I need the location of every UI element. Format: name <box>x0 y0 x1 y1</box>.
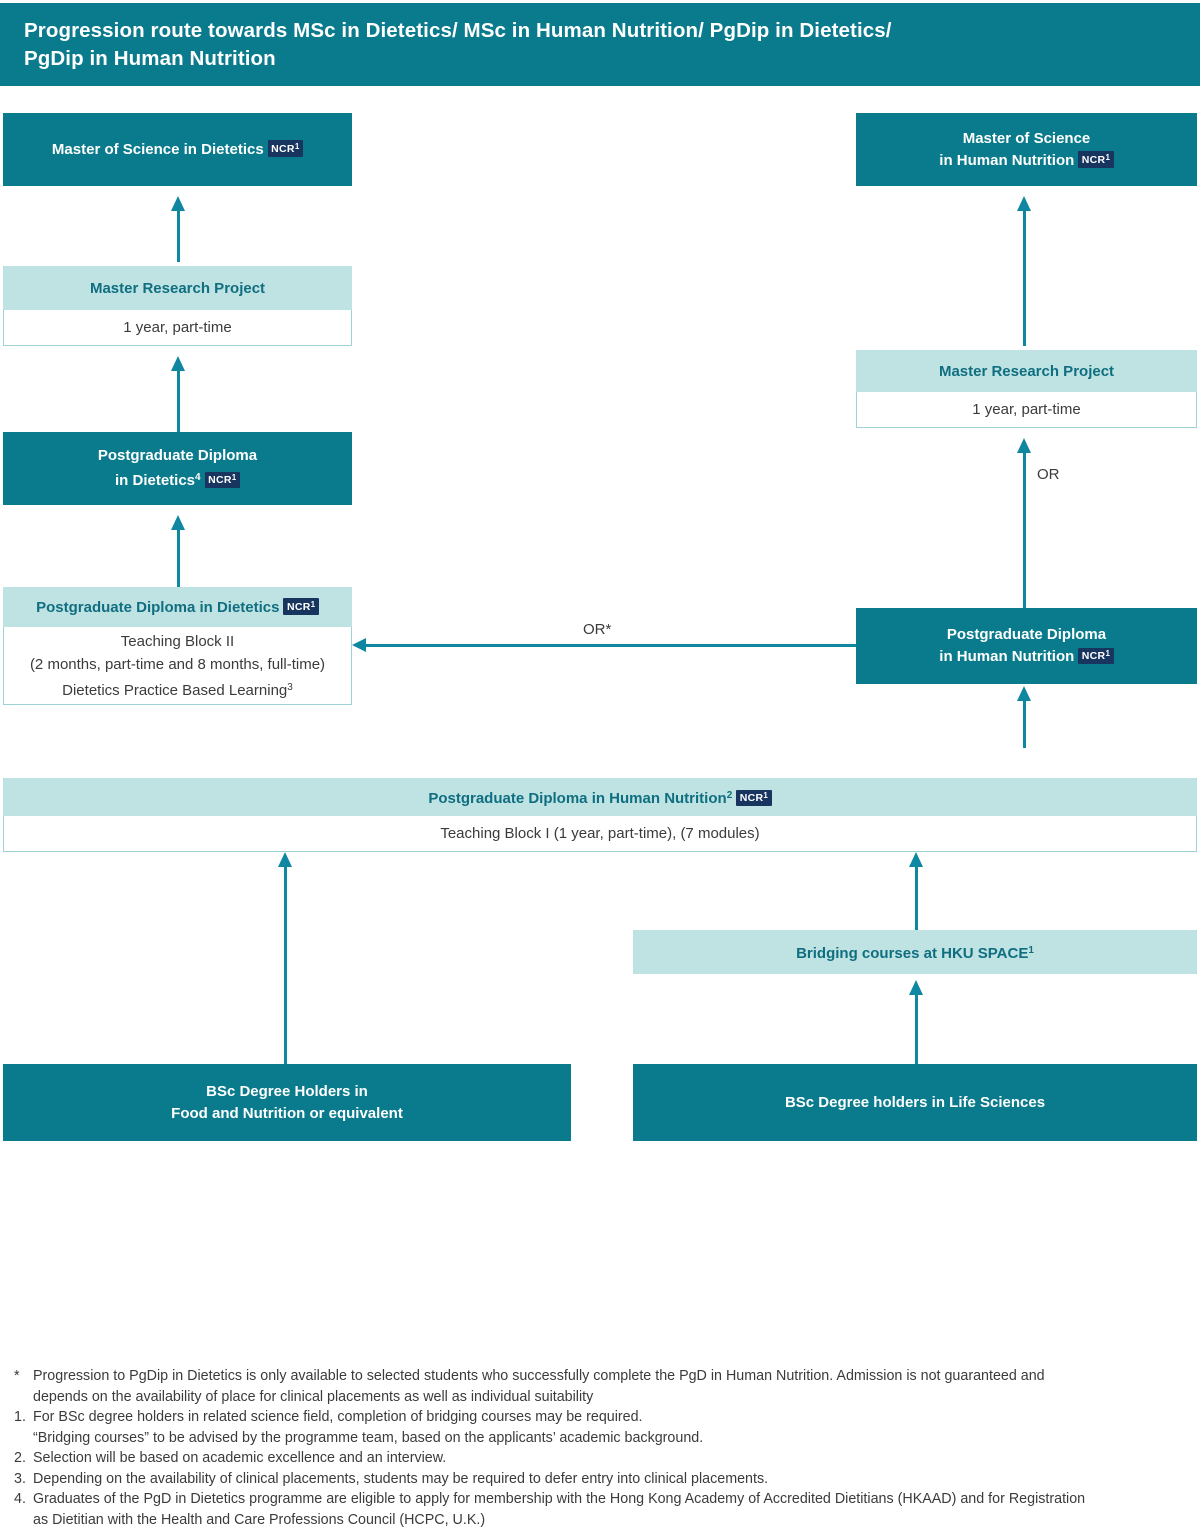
arrow-teaching-block-2-to-pgdip-dietetics <box>171 515 185 587</box>
footnote-marker: 3. <box>14 1469 33 1490</box>
msc-human-nutrition-line2: in Human Nutrition <box>939 152 1074 169</box>
footnote-marker-3: 3 <box>287 682 293 693</box>
pgdip-human-nutrition-solid-line1: Postgraduate Diploma <box>947 626 1106 643</box>
footnote-item: * Progression to PgDip in Dietetics is o… <box>14 1366 1186 1407</box>
pgdip-human-nutrition-solid-line2: in Human Nutrition <box>939 648 1074 665</box>
node-master-research-project-right-header: Master Research Project <box>856 350 1197 392</box>
arrow-teaching-block-1-to-pgdip-human-nutrition <box>1017 686 1031 748</box>
arrow-pgdip-dietetics-to-mrp-left <box>171 356 185 432</box>
footnote-marker: 1. <box>14 1407 33 1448</box>
footnote-body: Progression to PgDip in Dietetics is onl… <box>33 1366 1186 1407</box>
bsc-food-nutrition-line1: BSc Degree Holders in <box>206 1083 368 1100</box>
footnote-text: Progression to PgDip in Dietetics is onl… <box>33 1368 1045 1384</box>
node-bridging-courses: Bridging courses at HKU SPACE1 <box>633 930 1197 974</box>
node-master-research-project-left-body: 1 year, part-time <box>3 310 352 346</box>
node-msc-in-dietetics-label: Master of Science in Dietetics <box>52 141 264 158</box>
node-master-research-project-left-header: Master Research Project <box>3 266 352 310</box>
pgdip-dietetics-solid-line1: Postgraduate Diploma <box>98 447 257 464</box>
teaching-block-2-line1: Teaching Block II <box>121 633 234 650</box>
footnote-text: For BSc degree holders in related scienc… <box>33 1409 643 1425</box>
footnote-item: 3. Depending on the availability of clin… <box>14 1469 1186 1490</box>
footnote-marker: * <box>14 1366 33 1407</box>
ncr-badge: NCR1 <box>268 140 303 157</box>
teaching-block-1-label: Teaching Block I (1 year, part-time), (7… <box>440 822 759 845</box>
footnote-body: Depending on the availability of clinica… <box>33 1469 1186 1490</box>
footnote-marker: 4. <box>14 1489 33 1530</box>
arrow-bridging-to-teaching-block-1 <box>909 852 923 930</box>
footnote-text: Depending on the availability of clinica… <box>33 1471 768 1487</box>
node-bsc-food-and-nutrition: BSc Degree Holders in Food and Nutrition… <box>3 1064 571 1141</box>
bsc-life-sciences-label: BSc Degree holders in Life Sciences <box>785 1092 1045 1114</box>
footnote-item: 4. Graduates of the PgD in Dietetics pro… <box>14 1489 1186 1530</box>
footnote-text-continued: depends on the availability of place for… <box>33 1387 1186 1408</box>
ncr-badge: NCR1 <box>736 790 771 807</box>
arrow-bsc-life-sciences-to-bridging <box>909 980 923 1064</box>
page-title-banner: Progression route towards MSc in Dieteti… <box>0 3 1200 86</box>
arrow-pgdip-human-nutrition-to-mrp-right <box>1017 438 1031 608</box>
footnote-text: Graduates of the PgD in Dietetics progra… <box>33 1491 1085 1507</box>
connector-label-or-star: OR* <box>583 621 611 638</box>
ncr-badge: NCR1 <box>1078 648 1113 665</box>
pgdip-human-nutrition-wide-header-label: Postgraduate Diploma in Human Nutrition <box>428 790 726 807</box>
mrp-right-header-label: Master Research Project <box>939 361 1114 382</box>
page-title-line-2: PgDip in Human Nutrition <box>24 45 1176 73</box>
footnote-text-continued: as Dietitian with the Health and Care Pr… <box>33 1510 1186 1530</box>
ncr-badge: NCR1 <box>283 598 318 615</box>
footnote-text: Selection will be based on academic exce… <box>33 1450 446 1466</box>
ncr-badge: NCR1 <box>1078 151 1113 168</box>
footnote-text-continued: “Bridging courses” to be advised by the … <box>33 1428 1186 1449</box>
footnote-item: 1. For BSc degree holders in related sci… <box>14 1407 1186 1448</box>
footnotes-list: * Progression to PgDip in Dietetics is o… <box>14 1366 1186 1530</box>
msc-human-nutrition-line1: Master of Science <box>963 130 1091 147</box>
arrow-bsc-food-nutrition-to-teaching-block-1 <box>278 852 292 1064</box>
bridging-courses-label: Bridging courses at HKU SPACE <box>796 945 1028 962</box>
mrp-left-body-label: 1 year, part-time <box>123 316 231 339</box>
bsc-food-nutrition-line2: Food and Nutrition or equivalent <box>171 1105 403 1122</box>
connector-label-or: OR <box>1037 466 1060 483</box>
node-pgdip-in-human-nutrition-wide-body: Teaching Block I (1 year, part-time), (7… <box>3 816 1197 852</box>
footnote-body: Selection will be based on academic exce… <box>33 1448 1186 1469</box>
teaching-block-2-line2: (2 months, part-time and 8 months, full-… <box>30 656 325 673</box>
pgdip-dietetics-light-header-label: Postgraduate Diploma in Dietetics <box>36 599 279 616</box>
footnote-marker-4: 4 <box>195 472 201 483</box>
footnote-body: For BSc degree holders in related scienc… <box>33 1407 1186 1448</box>
node-pgdip-in-dietetics-solid: Postgraduate Diploma in Dietetics4 NCR1 <box>3 432 352 505</box>
mrp-right-body-label: 1 year, part-time <box>972 398 1080 421</box>
footnote-marker: 2. <box>14 1448 33 1469</box>
node-bsc-life-sciences: BSc Degree holders in Life Sciences <box>633 1064 1197 1141</box>
footnote-item: 2. Selection will be based on academic e… <box>14 1448 1186 1469</box>
mrp-left-header-label: Master Research Project <box>90 278 265 299</box>
arrow-pgdip-human-nutrition-to-pgdip-dietetics <box>352 637 856 653</box>
pgdip-dietetics-solid-line2: in Dietetics <box>115 472 195 489</box>
footnote-marker-2: 2 <box>727 790 733 801</box>
footnote-marker-1: 1 <box>1028 945 1034 956</box>
node-pgdip-in-human-nutrition-wide-header: Postgraduate Diploma in Human Nutrition2… <box>3 778 1197 816</box>
ncr-badge: NCR1 <box>205 472 240 489</box>
arrow-mrp-right-to-msc-human-nutrition <box>1017 196 1031 346</box>
arrow-mrp-left-to-msc-dietetics <box>171 196 185 262</box>
teaching-block-2-line3: Dietetics Practice Based Learning <box>62 682 287 699</box>
footnote-body: Graduates of the PgD in Dietetics progra… <box>33 1489 1186 1530</box>
page-title-line-1: Progression route towards MSc in Dieteti… <box>24 17 1176 45</box>
node-master-research-project-right-body: 1 year, part-time <box>856 392 1197 428</box>
node-pgdip-in-dietetics-light-body: Teaching Block II (2 months, part-time a… <box>3 627 352 705</box>
